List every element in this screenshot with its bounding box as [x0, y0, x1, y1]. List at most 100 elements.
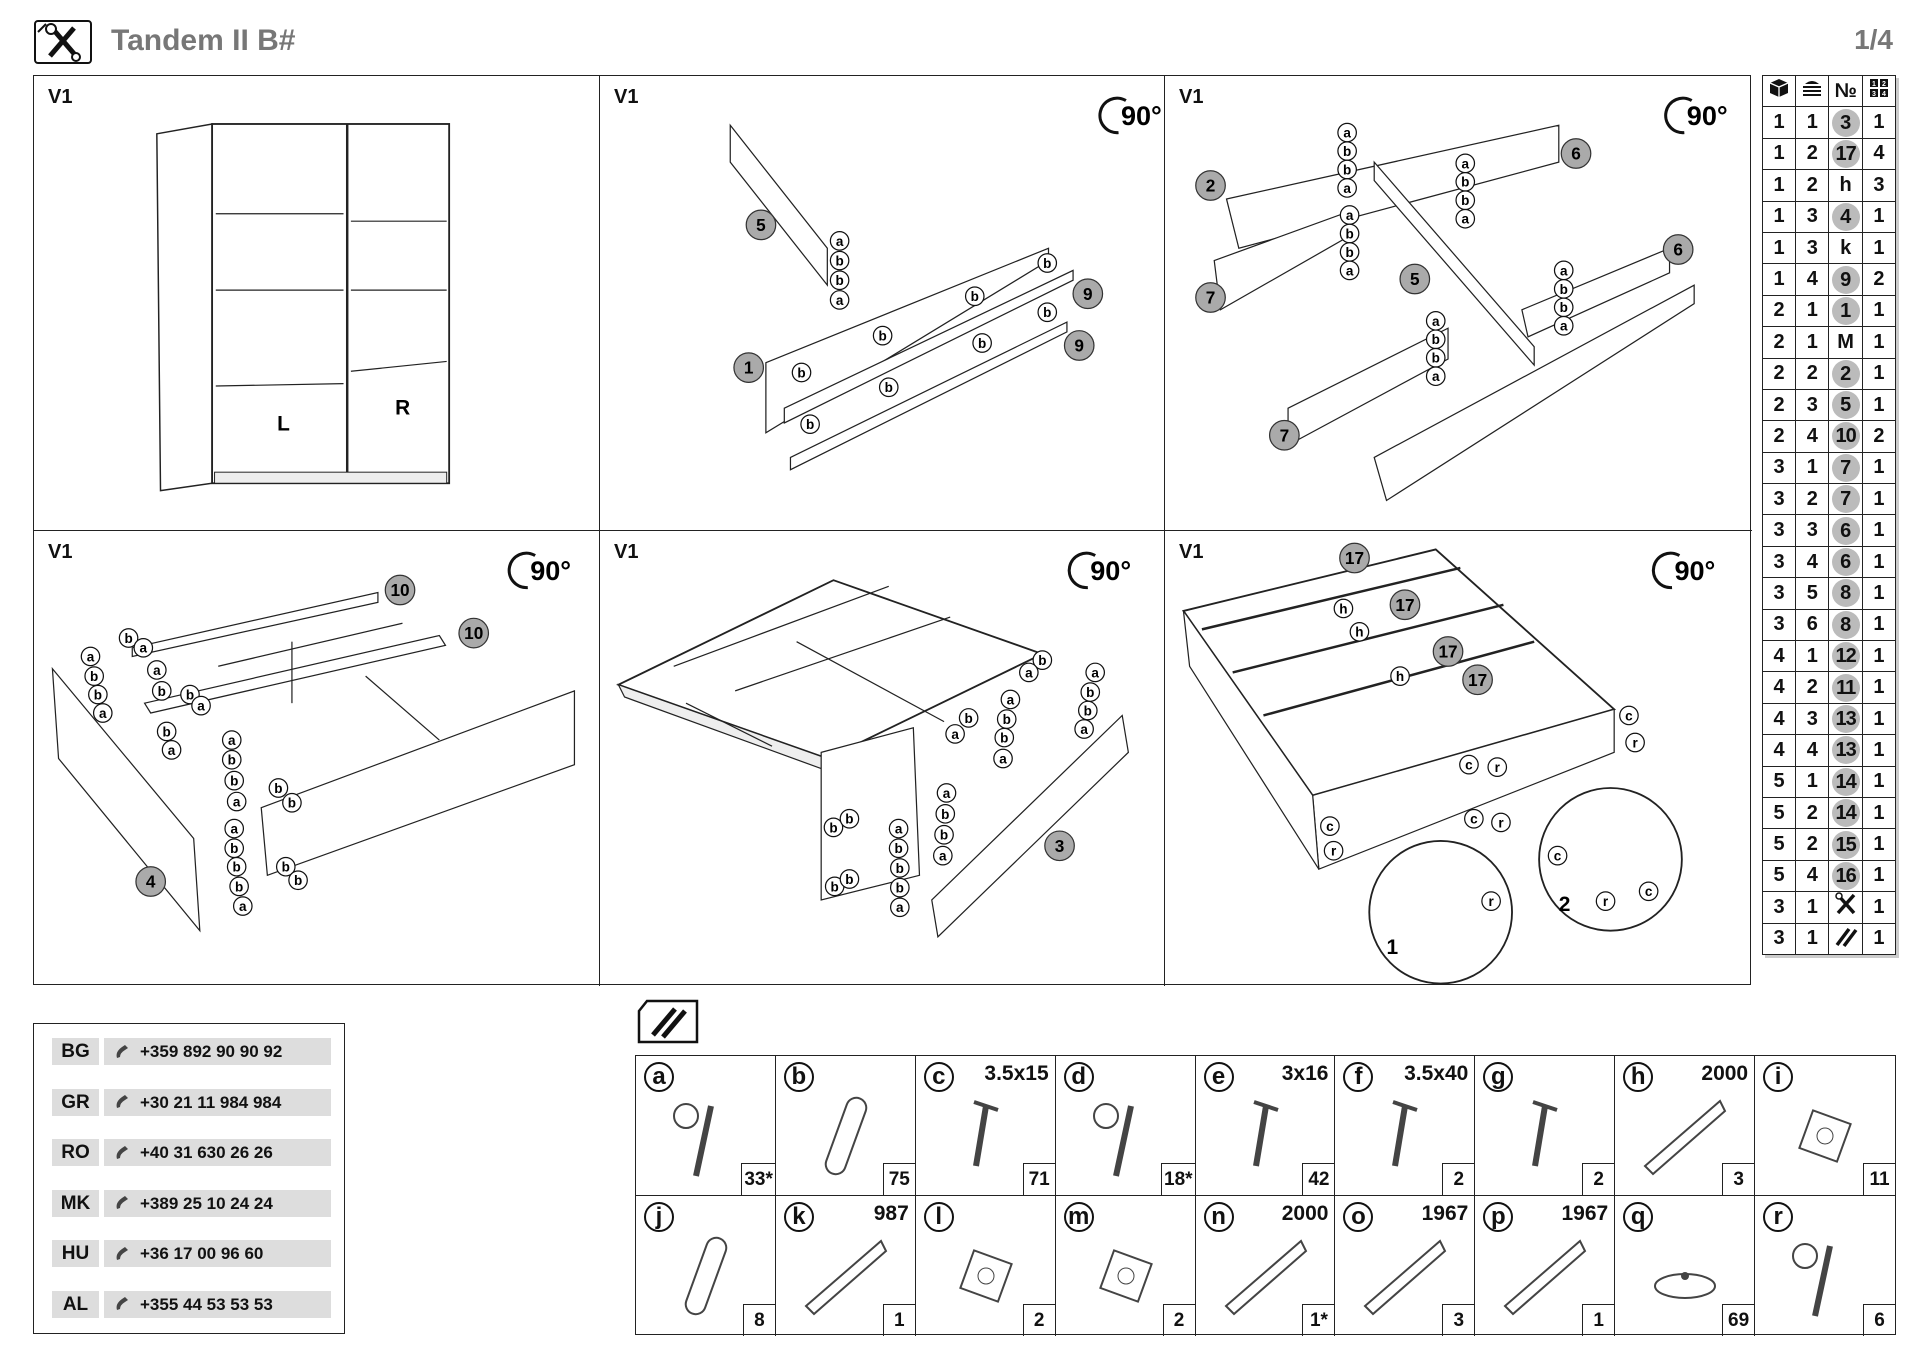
fitting-letter: h [1396, 669, 1404, 684]
part-count: 71 [1022, 1163, 1055, 1195]
quantity-cell: 1 [1861, 828, 1897, 861]
fitting-callout [1032, 650, 1053, 670]
quantity-cell: 1 [1861, 859, 1897, 893]
part-size: 3.5x15 [984, 1062, 1049, 1085]
fitting-letter: a [999, 751, 1007, 766]
box-cell: 3 [1761, 483, 1797, 516]
part-cell: 6 [1828, 514, 1863, 547]
fitting-callout [118, 628, 139, 648]
fitting-letter: b [1345, 245, 1353, 260]
layer-cell: 4 [1795, 420, 1830, 453]
phone-icon [116, 1095, 128, 1108]
svg-text:2: 2 [1882, 81, 1886, 88]
fitting-letter: b [1345, 226, 1353, 241]
quantity-cell: 1 [1861, 357, 1897, 390]
layer-cell: 6 [1795, 608, 1830, 642]
fitting-letter: a [1346, 208, 1354, 223]
fitting-callout [1077, 700, 1098, 721]
box-cell: 1 [1761, 137, 1797, 171]
part-cell: 16 [1828, 859, 1863, 893]
phone-text: +30 21 11 984 984 [140, 1092, 282, 1112]
fitting-letter: b [894, 841, 902, 856]
part-number-label: 17 [1438, 642, 1457, 662]
fitting-letter: r [1498, 815, 1504, 830]
part-number-badge: 11 [1831, 673, 1860, 702]
box-cell: 2 [1761, 326, 1797, 359]
part-number-label: 6 [1571, 144, 1581, 164]
fitting-letter: h [1355, 625, 1363, 640]
part-number-label: 3 [1055, 836, 1065, 856]
part-number-badge: 2 [1831, 359, 1860, 388]
fitting-callout [958, 708, 979, 728]
part-illustration [958, 1249, 1013, 1303]
layer-cell: 2 [1795, 671, 1830, 704]
layer-cell: 2 [1795, 828, 1830, 861]
part-number-callout [135, 866, 167, 897]
fitting-letter: a [1432, 369, 1440, 384]
part-cell: 8 [1828, 608, 1863, 642]
rotate-label: 90° [1090, 556, 1131, 586]
part-number-label: 1 [744, 358, 754, 378]
fitting-callout [282, 792, 302, 813]
part-illustration [1392, 1100, 1419, 1167]
fitting-callout [829, 250, 850, 271]
part-count: 3 [1722, 1163, 1755, 1195]
svg-text:3: 3 [1872, 91, 1876, 98]
fitting-letter: a [1346, 263, 1354, 278]
part-cell: 6 [1828, 545, 1863, 579]
fitting-letter: a [1080, 722, 1088, 737]
part-count: 75 [882, 1163, 915, 1195]
fitting-callout [1487, 757, 1508, 777]
part-cell: 2 [1828, 357, 1863, 390]
part-number-label: 2 [1206, 176, 1216, 196]
layer-cell: 2 [1795, 796, 1830, 830]
part-number-label: 9 [1074, 336, 1084, 356]
part-illustration [1503, 1239, 1587, 1316]
fitting-callout [872, 325, 893, 346]
part-cell: 3 [1828, 106, 1863, 139]
quantity-cell: 2 [1861, 263, 1897, 296]
box-cell: 4 [1761, 734, 1797, 767]
fitting-letter: b [896, 881, 904, 896]
phone-text: +389 25 10 24 24 [140, 1193, 273, 1213]
part-letter: i [1763, 1062, 1794, 1092]
part-count: 69 [1722, 1304, 1755, 1336]
quantity-cell: 1 [1861, 326, 1897, 359]
fitting-letter: r [1603, 894, 1609, 909]
layers-icon [1795, 74, 1830, 108]
part-letter: h [1623, 1062, 1654, 1092]
quantity-cell: 1 [1861, 106, 1897, 139]
quantity-cell: 1 [1861, 545, 1897, 579]
part-number-badge: 15 [1831, 830, 1860, 859]
layer-cell: 2 [1795, 483, 1830, 516]
fitting-callout [275, 856, 296, 877]
part-letter: k [783, 1202, 814, 1232]
fitting-letter: b [835, 253, 843, 268]
fitting-callout [888, 818, 909, 839]
part-number-callout [458, 617, 490, 649]
fitting-callout [92, 703, 113, 723]
fitting-letter: b [1084, 703, 1092, 718]
phone-text: +355 44 53 53 53 [140, 1294, 273, 1314]
fitting-letter: b [896, 861, 904, 876]
fitting-callout [1491, 812, 1511, 833]
hardware-icon [635, 999, 699, 1044]
phone-text: +36 17 00 96 60 [140, 1244, 264, 1263]
part-number-badge: 8 [1831, 610, 1860, 639]
box-cell: 5 [1761, 859, 1797, 893]
fitting-callout [889, 877, 910, 898]
part-number-callout [1399, 263, 1431, 295]
fitting-letter: a [895, 822, 903, 837]
fitting-letter: b [282, 860, 290, 875]
